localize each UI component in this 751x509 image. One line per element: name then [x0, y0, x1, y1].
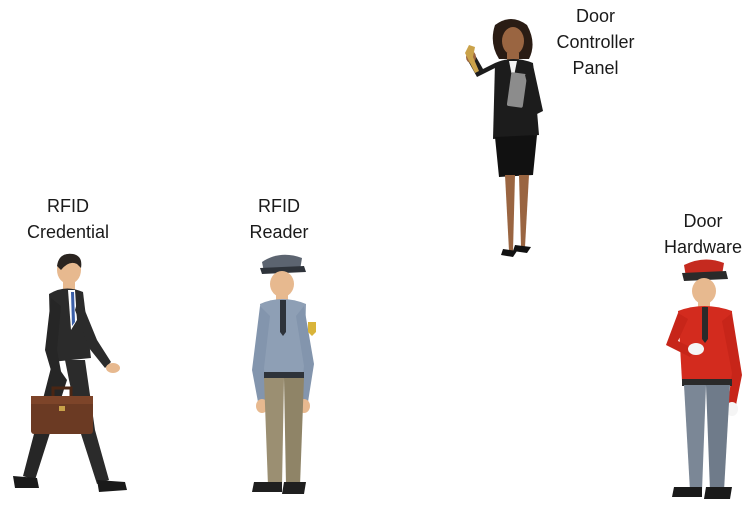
label-door-hardware: Door Hardware [655, 208, 751, 260]
label-rfid-reader-line2: Reader [234, 219, 324, 245]
label-door-controller-line1: Door [548, 3, 643, 29]
label-rfid-credential-line2: Credential [18, 219, 118, 245]
businessman-with-briefcase-icon [5, 250, 135, 500]
label-door-controller-line3: Panel [548, 55, 643, 81]
label-door-controller-line2: Controller [548, 29, 643, 55]
label-door-controller-panel: Door Controller Panel [548, 3, 643, 81]
label-rfid-credential: RFID Credential [18, 193, 118, 245]
doorman-icon [660, 255, 751, 505]
label-door-hardware-line1: Door [655, 208, 751, 234]
security-guard-icon [240, 250, 330, 500]
label-rfid-credential-line1: RFID [18, 193, 118, 219]
businesswoman-with-phone-icon [455, 15, 555, 270]
label-rfid-reader: RFID Reader [234, 193, 324, 245]
label-rfid-reader-line1: RFID [234, 193, 324, 219]
